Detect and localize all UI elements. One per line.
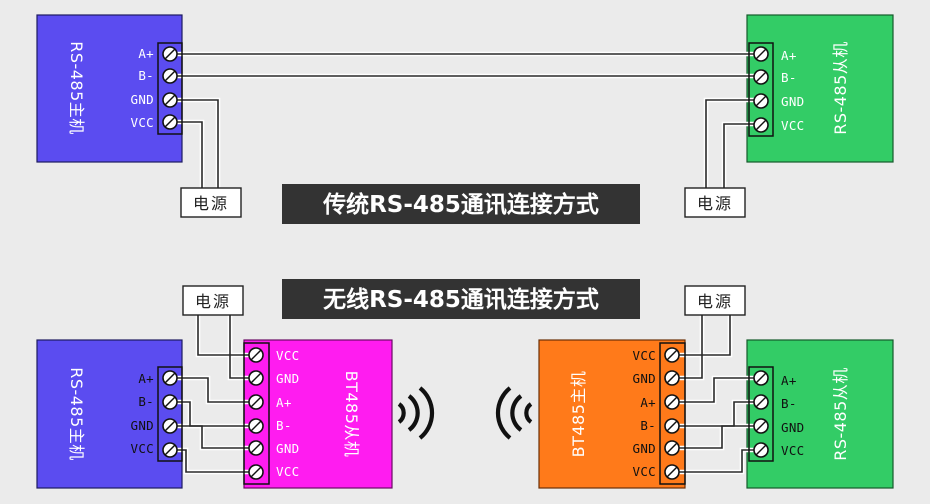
bt485-slave-pin-b: B- (276, 418, 292, 433)
bottom-slave-pin-vcc: VCC (781, 443, 804, 458)
bt485-slave-pin-vcc-top: VCC (276, 348, 299, 363)
top-master-pin-gnd: GND (131, 92, 154, 107)
wireless-signal-icon-left (495, 386, 533, 440)
bt485-master-pin-b: B- (640, 418, 656, 433)
top-master-terminal-block (157, 42, 183, 135)
bottom-master-pin-a: A+ (138, 371, 154, 386)
bt485-slave-device: BT485从机 VCC GND A+ B- GND VCC (243, 339, 393, 489)
bt485-master-pin-vcc-bottom: VCC (633, 464, 656, 479)
top-master-pin-b: B- (138, 68, 154, 83)
bottom-slave-pin-b: B- (781, 396, 797, 411)
bt485-slave-body (243, 339, 393, 489)
bt485-master-pin-gnd-top: GND (633, 371, 656, 386)
top-master-body (36, 14, 183, 163)
bt485-slave-pin-gnd-top: GND (276, 371, 299, 386)
top-slave-device: RS-485从机 A+ B- GND VCC (746, 14, 894, 163)
wireless-signal-icon-right (397, 386, 435, 440)
bottom-master-pin-vcc: VCC (131, 441, 154, 456)
top-master-label: RS-485主机 (67, 41, 86, 135)
bt485-slave-pin-a: A+ (276, 395, 292, 410)
bt485-master-pin-a: A+ (640, 395, 656, 410)
bottom-slave-body (746, 339, 894, 489)
bt485-slave-terminal-block (243, 342, 270, 485)
bottom-master-label: RS-485主机 (67, 367, 86, 461)
bottom-right-power-supply: 电源 (684, 285, 746, 316)
bottom-left-power-label: 电源 (195, 292, 231, 311)
bottom-slave-device: RS-485从机 A+ B- GND VCC (746, 339, 894, 489)
top-slave-pin-vcc: VCC (781, 118, 804, 133)
top-slave-pin-gnd: GND (781, 94, 804, 109)
bt485-master-terminal-block (659, 342, 686, 485)
top-left-power-supply: 电源 (180, 187, 242, 218)
wireless-title: 无线RS-485通讯连接方式 (282, 279, 640, 319)
top-left-power-label: 电源 (193, 194, 229, 213)
top-master-pin-a: A+ (138, 46, 154, 61)
bt485-master-label: BT485主机 (569, 371, 588, 458)
bottom-master-pin-gnd: GND (131, 418, 154, 433)
top-slave-pin-a: A+ (781, 48, 797, 63)
bt485-slave-pin-gnd-bottom: GND (276, 441, 299, 456)
top-master-device: RS-485主机 A+ B- GND VCC (36, 14, 183, 163)
top-slave-label: RS-485从机 (831, 41, 850, 135)
bt485-master-body (538, 339, 686, 489)
bottom-slave-label: RS-485从机 (831, 367, 850, 461)
traditional-title: 传统RS-485通讯连接方式 (282, 184, 640, 224)
bt485-slave-label: BT485从机 (342, 371, 361, 458)
traditional-section: RS-485主机 A+ B- GND VCC RS-485从机 A+ B- GN… (36, 14, 894, 224)
bottom-slave-pin-a: A+ (781, 373, 797, 388)
bottom-master-device: RS-485主机 A+ B- GND VCC (36, 339, 183, 489)
top-right-power-label: 电源 (697, 194, 733, 213)
bottom-left-power-supply: 电源 (182, 285, 244, 316)
top-slave-body (746, 14, 894, 163)
top-slave-pin-b: B- (781, 70, 797, 85)
wireless-title-text: 无线RS-485通讯连接方式 (323, 286, 599, 313)
bottom-right-power-label: 电源 (697, 292, 733, 311)
bottom-slave-pin-gnd: GND (781, 420, 804, 435)
top-wires (170, 51, 760, 188)
top-slave-terminal-block (748, 42, 774, 137)
bottom-master-body (36, 339, 183, 489)
wireless-section: 无线RS-485通讯连接方式 RS-485主机 A+ B- GND VCC BT… (36, 279, 894, 489)
bottom-master-terminal-block (157, 366, 183, 462)
bottom-slave-terminal-block (748, 366, 774, 462)
top-right-power-supply: 电源 (684, 187, 746, 218)
traditional-title-text: 传统RS-485通讯连接方式 (322, 191, 599, 218)
top-master-pin-vcc: VCC (131, 115, 154, 130)
bt485-master-pin-gnd-bottom: GND (633, 441, 656, 456)
bt485-master-pin-vcc-top: VCC (633, 348, 656, 363)
bt485-master-device: BT485主机 VCC GND A+ B- GND VCC (538, 339, 686, 489)
bottom-wires (170, 315, 760, 475)
bottom-master-pin-b: B- (138, 394, 154, 409)
bt485-slave-pin-vcc-bottom: VCC (276, 464, 299, 479)
